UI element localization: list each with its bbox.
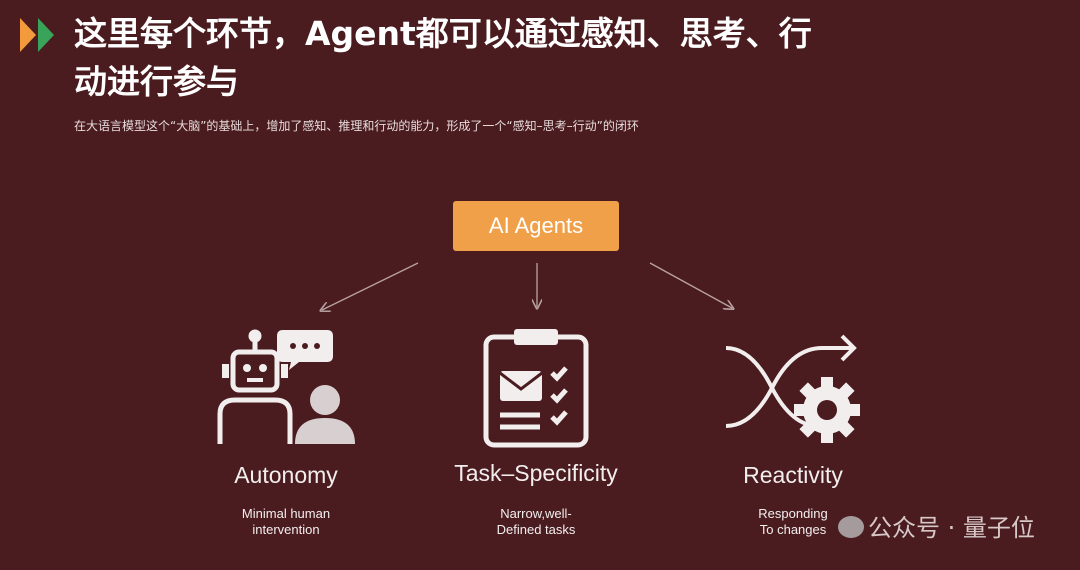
node-label-autonomy: Autonomy — [234, 462, 338, 488]
desc-line: Narrow,well- — [500, 506, 572, 521]
arrow-left — [322, 262, 419, 310]
node-label-task-specificity: Task–Specificity — [454, 460, 618, 486]
desc-line: intervention — [252, 522, 320, 537]
desc-line: Defined tasks — [496, 522, 576, 537]
watermark: 公众号 · 量子位 — [868, 514, 1035, 542]
shuffle-gear-icon — [725, 334, 860, 443]
clipboard-checklist-icon — [483, 329, 589, 448]
ai-agents-box: AI Agents — [453, 201, 619, 251]
robot-person-chat-icon — [217, 329, 355, 444]
wechat-icon — [838, 516, 864, 538]
page-subtitle: 在大语言模型这个“大脑”的基础上，增加了感知、推理和行动的能力，形成了一个“感知… — [74, 119, 639, 133]
arrow-right — [649, 262, 732, 308]
node-desc-task-specificity: Narrow,well-Defined tasks — [436, 506, 636, 538]
node-label-reactivity: Reactivity — [743, 462, 843, 488]
desc-line: Responding — [758, 506, 828, 521]
page-title: 这里每个环节，Agent都可以通过感知、思考、行动进行参与 — [74, 14, 812, 101]
desc-line: Minimal human — [241, 506, 331, 521]
logo-arrows-icon — [20, 18, 54, 52]
desc-line: To changes — [759, 522, 827, 537]
gear-icon — [794, 377, 860, 443]
